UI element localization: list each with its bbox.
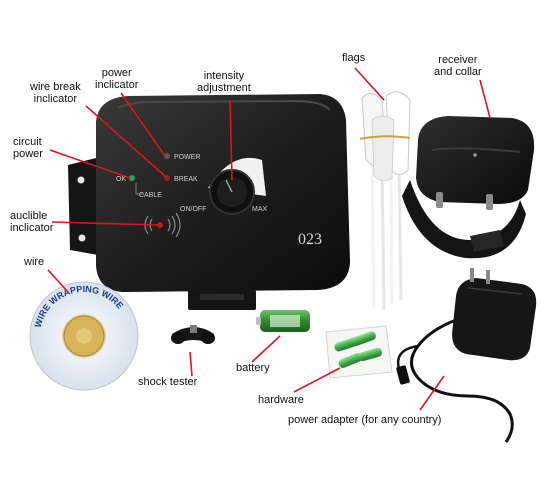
callout-shock-tester: shock tester <box>138 376 198 388</box>
max-label: MAX <box>252 206 268 213</box>
break-led-label: BREAK <box>174 176 198 183</box>
leader-shock-tester <box>189 351 193 377</box>
callout-wire-break: wire break inclicator <box>30 81 81 105</box>
cable-label: CABLE <box>139 192 162 199</box>
adapter-highlight <box>467 287 523 295</box>
knob-pointer <box>225 179 233 193</box>
callout-wire: wire <box>24 256 45 268</box>
shock-tester-cap-left <box>171 332 185 344</box>
leader-wire-break <box>85 105 167 178</box>
cable-bracket-line <box>135 183 144 195</box>
adapter-cord <box>410 318 514 443</box>
callout-circuit-power: circuit power <box>13 136 43 160</box>
adapter-body <box>452 278 537 361</box>
adapter-prong-2 <box>486 270 490 284</box>
transmitter-box <box>68 94 350 310</box>
receiver-led <box>473 153 477 157</box>
hardware-piece-2 <box>352 331 376 346</box>
power-led-label: POWER <box>174 154 200 161</box>
callout-intensity: intensity adjustment <box>197 70 251 94</box>
hardware-piece-4 <box>358 347 382 362</box>
leader-intensity <box>229 99 233 181</box>
flag-stick-4 <box>397 159 403 301</box>
callout-audible: auclible inclicator <box>10 210 54 234</box>
shock-tester-bulb <box>190 325 197 333</box>
power-led <box>164 153 170 159</box>
battery <box>256 310 310 332</box>
callout-power-indicator: power inclicator <box>95 67 139 91</box>
adapter-prong-1 <box>470 268 474 282</box>
bracket-hole-bottom <box>78 234 86 242</box>
flag-cloth-fold <box>371 115 395 181</box>
bracket-hole-top <box>77 176 85 184</box>
hardware-piece-3 <box>338 353 362 368</box>
receiver-body <box>416 116 535 204</box>
battery-terminal <box>256 317 261 325</box>
leader-flags <box>354 67 385 101</box>
leader-battery <box>251 335 281 363</box>
ok-led-label: OK <box>116 176 126 183</box>
leader-audible <box>51 221 159 226</box>
transmitter-top-ridge <box>117 99 331 111</box>
contact-post-2 <box>486 194 493 210</box>
model-number: 023 <box>298 231 322 248</box>
callout-battery: battery <box>236 362 270 374</box>
contact-post-1 <box>436 192 443 208</box>
receiver-ridge <box>431 147 521 153</box>
leader-hardware <box>293 367 341 393</box>
adapter-plug-tip <box>396 365 410 385</box>
leader-lines <box>47 67 491 411</box>
flag-stick-1 <box>370 159 376 309</box>
leader-circuit-power <box>49 149 131 179</box>
flags <box>359 91 411 311</box>
callout-receiver: receiver and collar <box>434 54 482 78</box>
rubber-band <box>359 135 411 140</box>
collar-buckle-area <box>470 230 504 252</box>
flag-stick-3 <box>389 159 394 305</box>
wire-spool: WIRE WRAPPING WIRE <box>29 281 139 391</box>
callout-flags: flags <box>342 52 366 64</box>
leader-power-adapter <box>419 375 445 411</box>
leader-wire <box>47 269 69 293</box>
leader-receiver <box>479 79 491 119</box>
shock-tester-cap-right <box>201 332 215 344</box>
shock-tester <box>171 325 215 344</box>
ok-led <box>129 175 135 181</box>
callout-power-adapter: power adapter (for any country) <box>288 414 442 426</box>
receiver-collar <box>402 116 535 259</box>
hardware-bag <box>325 325 393 379</box>
hardware-piece-1 <box>334 337 358 352</box>
power-adapter <box>396 268 537 443</box>
plug-slot <box>200 294 244 300</box>
leader-power-indicator <box>120 92 166 157</box>
callout-hardware: hardware <box>258 394 304 406</box>
transmitter-left-bracket <box>68 158 98 255</box>
flag-stick-2 <box>380 159 386 311</box>
battery-label-band <box>270 315 300 327</box>
onoff-label: ON/OFF <box>180 206 206 213</box>
spool-hub-inner <box>76 328 92 344</box>
